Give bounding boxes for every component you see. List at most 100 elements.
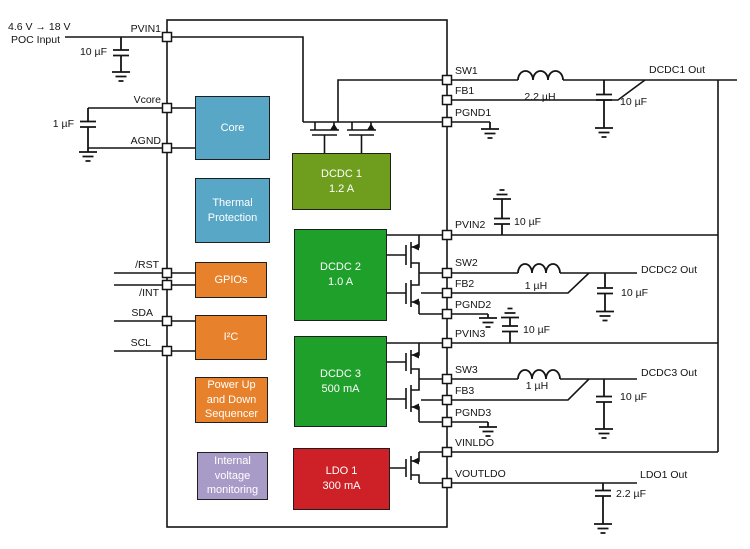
pin-label-agnd: AGND (130, 135, 161, 147)
mosfet-icon (310, 122, 339, 153)
wire-fb3 (421, 378, 590, 401)
ground-up-icon (493, 189, 511, 200)
pin-label-voutldo: VOUTLDO (455, 468, 506, 480)
capacitor-icon (597, 273, 613, 312)
ground-icon (479, 422, 497, 437)
inductor3-value: 1 µH (525, 380, 549, 392)
pin-rst (161, 267, 173, 279)
block-dcdc2-name: DCDC 2 (320, 261, 361, 274)
block-dcdc1-rating: 1.2 A (328, 182, 355, 195)
pin-sw1 (441, 74, 453, 86)
inductor-icon (517, 70, 564, 81)
pin-sda (161, 315, 173, 327)
block-ldo1-rating: 300 mA (322, 480, 361, 492)
vcore-cap-value: 1 µF (52, 118, 74, 130)
out3-cap-value: 10 µF (620, 391, 648, 403)
mosfet-icon (387, 273, 420, 314)
capacitor-icon (502, 317, 518, 343)
capacitor-icon (494, 199, 510, 235)
block-gpios: GPIOs (195, 262, 267, 298)
input-name: POC Input (11, 34, 61, 46)
pin-vcore (161, 102, 173, 114)
pin-label-vcore: Vcore (133, 94, 161, 106)
pin-sw2 (441, 267, 453, 279)
pin-fb3 (441, 394, 453, 406)
pin-agnd (161, 142, 173, 154)
pin-label-fb1: FB1 (455, 85, 475, 97)
pin-pgnd2 (441, 308, 453, 320)
pin-label-sda: SDA (131, 307, 153, 319)
inductor2-value: 1 µH (524, 280, 548, 292)
block-monitor: Internal voltage monitoring (197, 452, 268, 500)
pin-label-pgnd3: PGND3 (455, 407, 492, 419)
pin-pvin3 (441, 337, 453, 349)
pin-label-pvin3: PVIN3 (455, 328, 486, 340)
pin-int (161, 279, 173, 291)
pin-fb1 (441, 94, 453, 106)
pin-label-rst: /RST (135, 259, 159, 271)
ldo-cap-value: 2.2 µF (616, 488, 646, 500)
pin-label-fb2: FB2 (455, 278, 475, 290)
ground-icon (595, 127, 613, 138)
wire-sw1 (337, 79, 518, 122)
ground-icon (595, 428, 613, 439)
pin-label-sw2: SW2 (455, 257, 478, 269)
pin-sw3 (441, 373, 453, 385)
pin-label-vinldo: VINLDO (455, 437, 495, 449)
pin-label-scl: SCL (130, 337, 151, 349)
pin-label-pvin1: PVIN1 (130, 23, 161, 35)
dcdc2-out-label: DCDC2 Out (641, 264, 698, 276)
capacitor-icon (80, 108, 96, 148)
out1-cap-value: 10 µF (620, 96, 648, 108)
mosfet-icon (387, 235, 420, 273)
block-core: Core (195, 96, 270, 160)
block-dcdc2: DCDC 2 1.0 A (294, 229, 387, 321)
ground-icon (596, 310, 614, 322)
mosfet-icon (390, 452, 420, 483)
pvin3-cap-value: 10 µF (523, 324, 551, 336)
ground-icon (481, 122, 499, 139)
ground-icon (479, 314, 497, 328)
capacitor-icon (596, 379, 612, 429)
input-voltage-range: 4.6 V → 18 V (8, 21, 71, 33)
block-dcdc1-name: DCDC 1 (321, 167, 362, 180)
block-dcdc2-rating: 1.0 A (327, 276, 354, 288)
block-dcdc1: DCDC 1 1.2 A (292, 153, 391, 210)
pin-pgnd1 (441, 116, 453, 128)
block-ldo1-name: LDO 1 (325, 465, 358, 478)
pin-label-pvin2: PVIN2 (455, 219, 486, 231)
block-ldo1: LDO 1 300 mA (293, 448, 390, 510)
pin-scl (161, 345, 173, 357)
block-dcdc3: DCDC 3 500 mA (294, 336, 387, 427)
mosfet-icon (347, 122, 376, 153)
ground-up-icon (501, 307, 519, 319)
pin-fb2 (441, 287, 453, 299)
pin-vinldo (441, 446, 453, 458)
pin-label-fb3: FB3 (455, 385, 475, 397)
wire-fb1 (447, 79, 646, 101)
mosfet-icon (387, 379, 420, 422)
capacitor-icon (595, 483, 611, 524)
pin-pgnd3 (441, 416, 453, 428)
pin-label-int: /INT (139, 287, 159, 299)
pin-pvin2 (441, 229, 453, 241)
pin-label-pgnd2: PGND2 (455, 299, 492, 311)
ground-icon (79, 148, 97, 162)
inductor1-value: 2.2 µH (524, 91, 556, 103)
pin-pvin1 (161, 31, 173, 43)
capacitor-icon (596, 80, 612, 128)
pin-label-sw1: SW1 (455, 65, 478, 77)
inductor-icon (517, 369, 561, 380)
capacitor-icon (113, 37, 129, 72)
block-thermal: Thermal Protection (195, 178, 270, 243)
dcdc3-out-label: DCDC3 Out (641, 367, 698, 379)
pin-voutldo (441, 477, 453, 489)
block-dcdc3-name: DCDC 3 (320, 367, 361, 380)
block-i2c: I²C (195, 315, 267, 360)
mosfet-icon (387, 343, 420, 379)
ground-icon (112, 71, 130, 82)
dcdc1-out-label: DCDC1 Out (649, 64, 706, 76)
inductor-icon (517, 263, 561, 274)
